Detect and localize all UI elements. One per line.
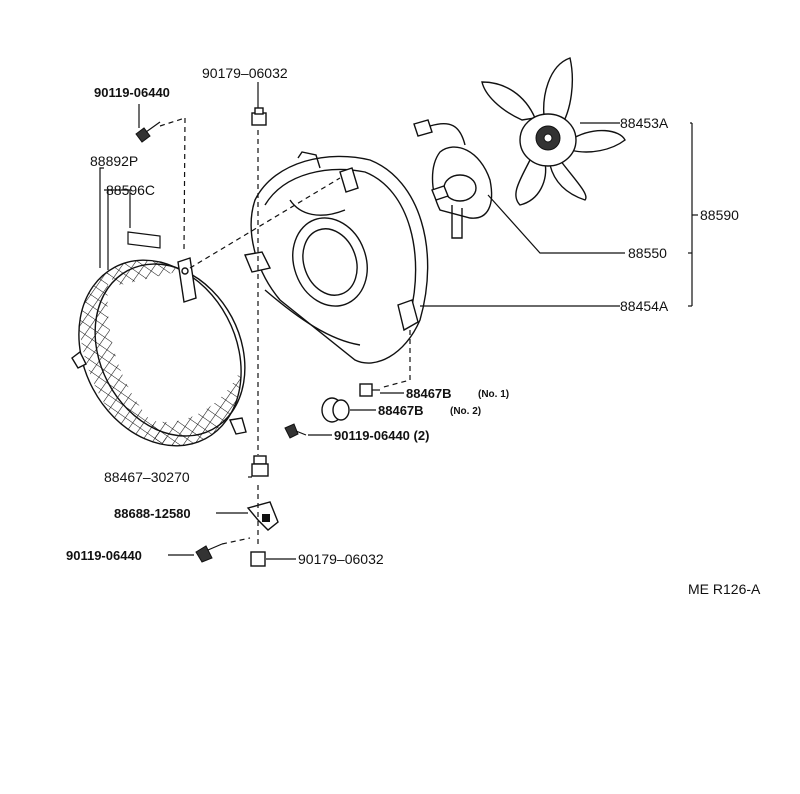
part-label-88688-12580: 88688-12580 (114, 506, 191, 521)
fan-blade (481, 57, 626, 206)
bolt-90119-mid (284, 423, 307, 439)
part-label-90179-bot: 90179–06032 (298, 551, 384, 567)
nut-90179-bot (250, 551, 266, 567)
bracket-88688-12580 (246, 501, 279, 531)
nut-90179-top (251, 107, 267, 126)
part-label-88892P: 88892P (90, 153, 138, 169)
part-label-88550: 88550 (628, 245, 667, 261)
assembly-dash-lines (159, 117, 411, 548)
label-plate-88596C (127, 231, 161, 249)
bolt-90119-bot (195, 543, 223, 563)
reference-code: ME R126-A (688, 581, 761, 597)
part-label-90179-top: 90179–06032 (202, 65, 288, 81)
cushion-88467B-no2 (321, 397, 350, 423)
part-label-88467B-no1: 88467B (406, 386, 452, 401)
part-label-90119-top: 90119-06440 (94, 85, 170, 100)
leader-lines (99, 82, 698, 560)
part-label-88467-30270: 88467–30270 (104, 469, 190, 485)
part-label-88467B-no2: 88467B (378, 403, 424, 418)
stud-88467-30270 (251, 455, 269, 477)
part-label-88453A: 88453A (620, 115, 669, 131)
bolt-88467B-no1 (359, 383, 380, 397)
fan-guard-grille (71, 257, 250, 460)
part-label-88596C: 88596C (106, 182, 155, 198)
part-label-88467B-no1-note: (No. 1) (478, 389, 509, 400)
part-label-88467B-no2-note: (No. 2) (450, 406, 481, 417)
bolt-90119-top (135, 121, 161, 143)
part-label-88454A: 88454A (620, 298, 669, 314)
part-label-88590: 88590 (700, 207, 739, 223)
part-label-90119-mid: 90119-06440 (2) (334, 428, 429, 443)
part-label-90119-bot: 90119-06440 (66, 548, 142, 563)
fan-shroud (244, 151, 429, 364)
fan-motor (413, 119, 493, 239)
